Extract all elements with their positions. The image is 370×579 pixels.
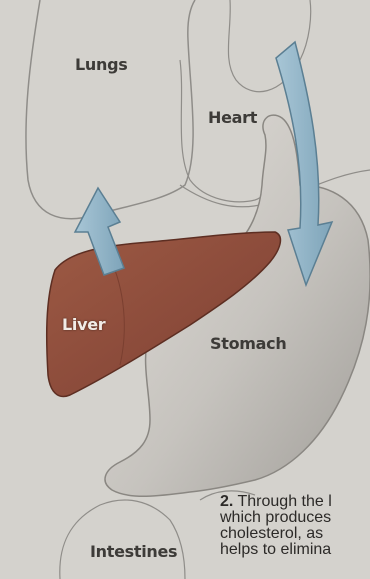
caption-line-2: which produces bbox=[220, 510, 370, 526]
intestines-label: Intestines bbox=[90, 542, 177, 561]
liver-label: Liver bbox=[62, 315, 105, 334]
caption-text: 2. Through the l which produces choleste… bbox=[220, 494, 370, 558]
lungs-label: Lungs bbox=[75, 55, 127, 74]
heart-label: Heart bbox=[208, 108, 257, 127]
caption-line-1: 2. Through the l bbox=[220, 494, 370, 510]
caption-number: 2. bbox=[220, 494, 233, 510]
caption-line-3: cholesterol, as bbox=[220, 526, 370, 542]
stomach-label: Stomach bbox=[210, 334, 286, 353]
caption-line-4: helps to elimina bbox=[220, 542, 370, 558]
